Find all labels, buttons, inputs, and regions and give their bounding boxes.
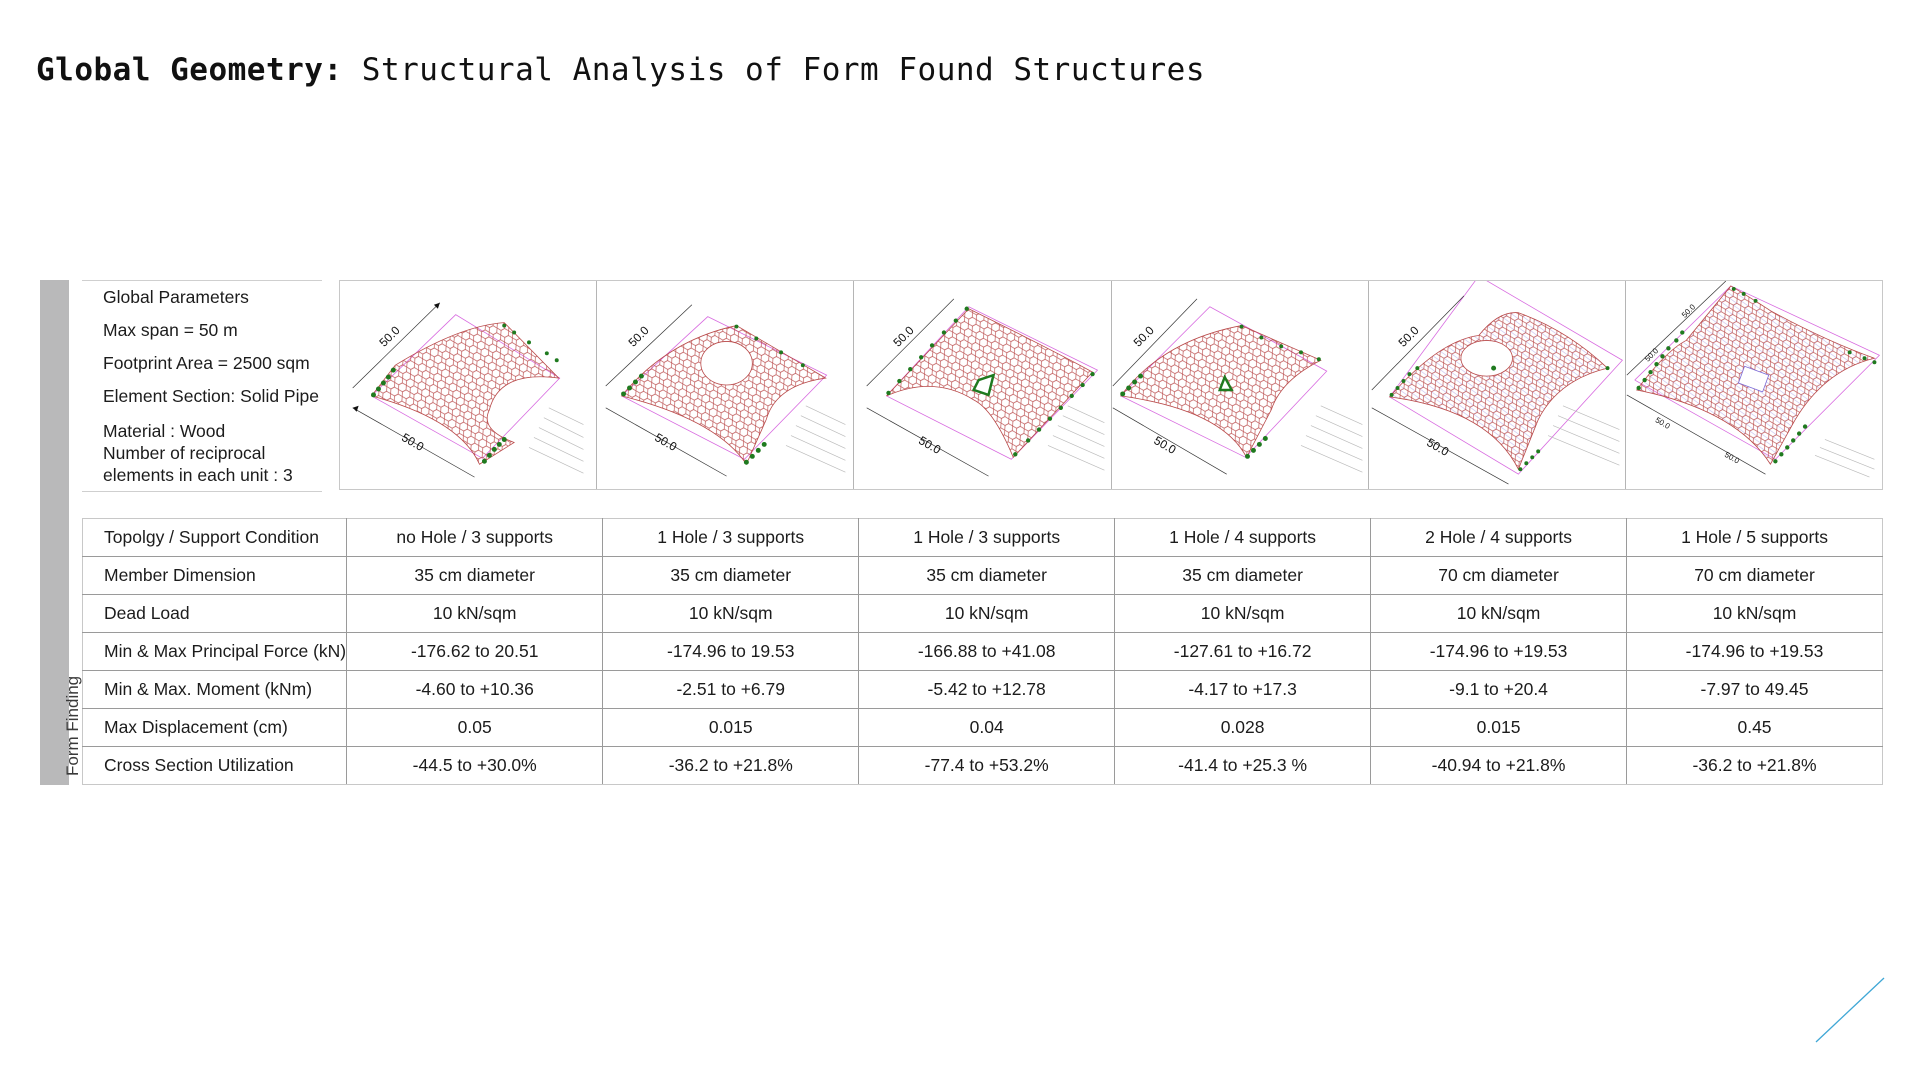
param-element-section: Element Section: Solid Pipe <box>103 386 319 406</box>
table-row: Max Displacement (cm) 0.05 0.015 0.04 0.… <box>81 708 1883 747</box>
table-cell: -2.51 to +6.79 <box>602 670 860 709</box>
global-parameters-heading: Global Parameters <box>103 287 249 307</box>
gridshell-diagram-icon: 50.0 50.0 50.0 50.0 <box>1626 281 1880 478</box>
table-row: Topolgy / Support Condition no Hole / 3 … <box>81 518 1883 557</box>
section-label: Form Finding <box>63 675 82 776</box>
row-label: Max Displacement (cm) <box>81 708 348 747</box>
table-cell: -4.60 to +10.36 <box>346 670 604 709</box>
table-cell: 35 cm diameter <box>602 556 860 595</box>
global-parameters-panel: Global Parameters Max span = 50 m Footpr… <box>82 280 322 492</box>
table-cell: -44.5 to +30.0% <box>346 746 604 785</box>
row-label: Min & Max Principal Force (kN) <box>81 632 348 671</box>
row-label: Min & Max. Moment (kNm) <box>81 670 348 709</box>
table-cell: 0.05 <box>346 708 604 747</box>
svg-text:50.0: 50.0 <box>1643 346 1661 364</box>
row-label: Topolgy / Support Condition <box>81 518 348 557</box>
table-cell: -7.97 to 49.45 <box>1626 670 1883 709</box>
gridshell-diagram-icon: 50.0 50.0 <box>1371 281 1623 485</box>
table-cell: -4.17 to +17.3 <box>1114 670 1372 709</box>
model-image-3: 50.0 50.0 <box>854 281 1112 489</box>
table-cell: 10 kN/sqm <box>1626 594 1883 633</box>
gridshell-diagram-icon: 50.0 50.0 <box>1112 298 1363 475</box>
page-title-bold: Global Geometry: <box>36 52 343 88</box>
svg-text:50.0: 50.0 <box>1723 450 1741 466</box>
table-cell: 35 cm diameter <box>1114 556 1372 595</box>
table-cell: 1 Hole / 5 supports <box>1626 518 1883 557</box>
table-cell: -36.2 to +21.8% <box>602 746 860 785</box>
svg-text:50.0: 50.0 <box>1151 433 1178 457</box>
table-cell: 2 Hole / 4 supports <box>1370 518 1628 557</box>
table-row: Dead Load 10 kN/sqm 10 kN/sqm 10 kN/sqm … <box>81 594 1883 633</box>
svg-text:50.0: 50.0 <box>1130 323 1157 350</box>
results-table: Topolgy / Support Condition no Hole / 3 … <box>81 518 1883 785</box>
model-image-4: 50.0 50.0 <box>1112 281 1369 489</box>
accent-line-decoration <box>1815 977 1885 1043</box>
gridshell-diagram-icon: 50.0 50.0 <box>352 302 584 478</box>
table-cell: -174.96 to 19.53 <box>602 632 860 671</box>
table-cell: no Hole / 3 supports <box>346 518 604 557</box>
param-footprint-area: Footprint Area = 2500 sqm <box>103 353 310 373</box>
table-cell: 10 kN/sqm <box>858 594 1116 633</box>
table-cell: -174.96 to +19.53 <box>1370 632 1628 671</box>
gridshell-diagram-icon: 50.0 50.0 <box>866 298 1105 477</box>
param-reciprocal-2: elements in each unit : 3 <box>103 465 293 485</box>
table-cell: 1 Hole / 4 supports <box>1114 518 1372 557</box>
table-cell: -166.88 to +41.08 <box>858 632 1116 671</box>
table-cell: -41.4 to +25.3 % <box>1114 746 1372 785</box>
table-cell: -40.94 to +21.8% <box>1370 746 1628 785</box>
table-cell: -9.1 to +20.4 <box>1370 670 1628 709</box>
model-image-row: 50.0 50.0 50.0 50.0 <box>339 280 1883 490</box>
page-title-rest: Structural Analysis of Form Found Struct… <box>342 52 1205 88</box>
table-row: Min & Max Principal Force (kN) -176.62 t… <box>81 632 1883 671</box>
param-material: Material : Wood <box>103 421 226 441</box>
svg-text:50.0: 50.0 <box>1680 302 1698 320</box>
table-cell: 10 kN/sqm <box>602 594 860 633</box>
table-cell: -5.42 to +12.78 <box>858 670 1116 709</box>
table-cell: 10 kN/sqm <box>1370 594 1628 633</box>
param-max-span: Max span = 50 m <box>103 320 238 340</box>
table-row: Cross Section Utilization -44.5 to +30.0… <box>81 746 1883 785</box>
row-label: Member Dimension <box>81 556 348 595</box>
model-image-2: 50.0 50.0 <box>597 281 855 489</box>
table-cell: -176.62 to 20.51 <box>346 632 604 671</box>
table-cell: 0.015 <box>602 708 860 747</box>
svg-text:50.0: 50.0 <box>399 430 426 454</box>
table-row: Min & Max. Moment (kNm) -4.60 to +10.36 … <box>81 670 1883 709</box>
gridshell-diagram-icon: 50.0 50.0 <box>605 304 846 477</box>
section-side-bar <box>40 280 69 785</box>
table-cell: 0.45 <box>1626 708 1883 747</box>
row-label: Cross Section Utilization <box>81 746 348 785</box>
svg-text:50.0: 50.0 <box>1424 435 1451 459</box>
svg-text:50.0: 50.0 <box>917 433 944 457</box>
table-cell: 0.015 <box>1370 708 1628 747</box>
row-label: Dead Load <box>81 594 348 633</box>
table-cell: 10 kN/sqm <box>1114 594 1372 633</box>
table-cell: 10 kN/sqm <box>346 594 604 633</box>
table-cell: 70 cm diameter <box>1370 556 1628 595</box>
table-cell: -77.4 to +53.2% <box>858 746 1116 785</box>
table-cell: -127.61 to +16.72 <box>1114 632 1372 671</box>
svg-text:50.0: 50.0 <box>891 323 918 350</box>
param-reciprocal-1: Number of reciprocal <box>103 443 266 463</box>
model-image-5: 50.0 50.0 <box>1369 281 1626 489</box>
table-cell: 1 Hole / 3 supports <box>858 518 1116 557</box>
svg-text:50.0: 50.0 <box>1654 415 1672 431</box>
model-image-6: 50.0 50.0 50.0 50.0 <box>1626 281 1882 489</box>
table-cell: 35 cm diameter <box>346 556 604 595</box>
svg-text:50.0: 50.0 <box>1395 323 1422 350</box>
table-cell: 35 cm diameter <box>858 556 1116 595</box>
table-cell: -174.96 to +19.53 <box>1626 632 1883 671</box>
svg-text:50.0: 50.0 <box>653 430 680 454</box>
table-cell: 0.04 <box>858 708 1116 747</box>
table-cell: 1 Hole / 3 supports <box>602 518 860 557</box>
svg-text:50.0: 50.0 <box>376 323 403 350</box>
table-cell: 0.028 <box>1114 708 1372 747</box>
svg-text:50.0: 50.0 <box>626 323 653 350</box>
table-cell: -36.2 to +21.8% <box>1626 746 1883 785</box>
page-title: Global Geometry: Structural Analysis of … <box>36 52 1205 88</box>
table-row: Member Dimension 35 cm diameter 35 cm di… <box>81 556 1883 595</box>
model-image-1: 50.0 50.0 <box>340 281 598 489</box>
table-cell: 70 cm diameter <box>1626 556 1883 595</box>
